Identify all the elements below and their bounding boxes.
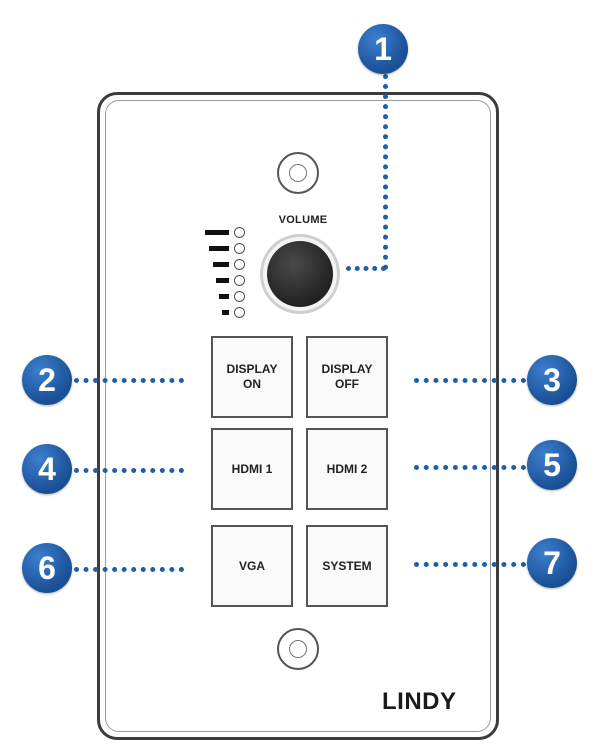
leader-line-5 bbox=[414, 465, 526, 470]
bottom-screw-icon bbox=[277, 628, 319, 670]
volume-knob[interactable] bbox=[267, 241, 333, 307]
leader-line-1-horizontal bbox=[346, 266, 386, 271]
callout-2: 2 bbox=[22, 355, 72, 405]
hdmi-1-button[interactable]: HDMI 1 bbox=[211, 428, 293, 510]
brand-logo: LINDY bbox=[382, 688, 457, 715]
system-button[interactable]: SYSTEM bbox=[306, 525, 388, 607]
leader-line-7 bbox=[414, 562, 526, 567]
callout-6: 6 bbox=[22, 543, 72, 593]
callout-1: 1 bbox=[358, 24, 408, 74]
wall-panel-inset bbox=[105, 100, 491, 732]
callout-4: 4 bbox=[22, 444, 72, 494]
hdmi-2-button[interactable]: HDMI 2 bbox=[306, 428, 388, 510]
leader-line-6 bbox=[74, 567, 184, 572]
display-on-button[interactable]: DISPLAY ON bbox=[211, 336, 293, 418]
display-off-button[interactable]: DISPLAY OFF bbox=[306, 336, 388, 418]
volume-label: VOLUME bbox=[278, 214, 328, 226]
leader-line-4 bbox=[74, 468, 184, 473]
leader-line-3 bbox=[414, 378, 526, 383]
callout-3: 3 bbox=[527, 355, 577, 405]
leader-line-2 bbox=[74, 378, 184, 383]
vga-button[interactable]: VGA bbox=[211, 525, 293, 607]
leader-line-1-vertical bbox=[383, 74, 388, 270]
callout-7: 7 bbox=[527, 538, 577, 588]
callout-5: 5 bbox=[527, 440, 577, 490]
top-screw-icon bbox=[277, 152, 319, 194]
